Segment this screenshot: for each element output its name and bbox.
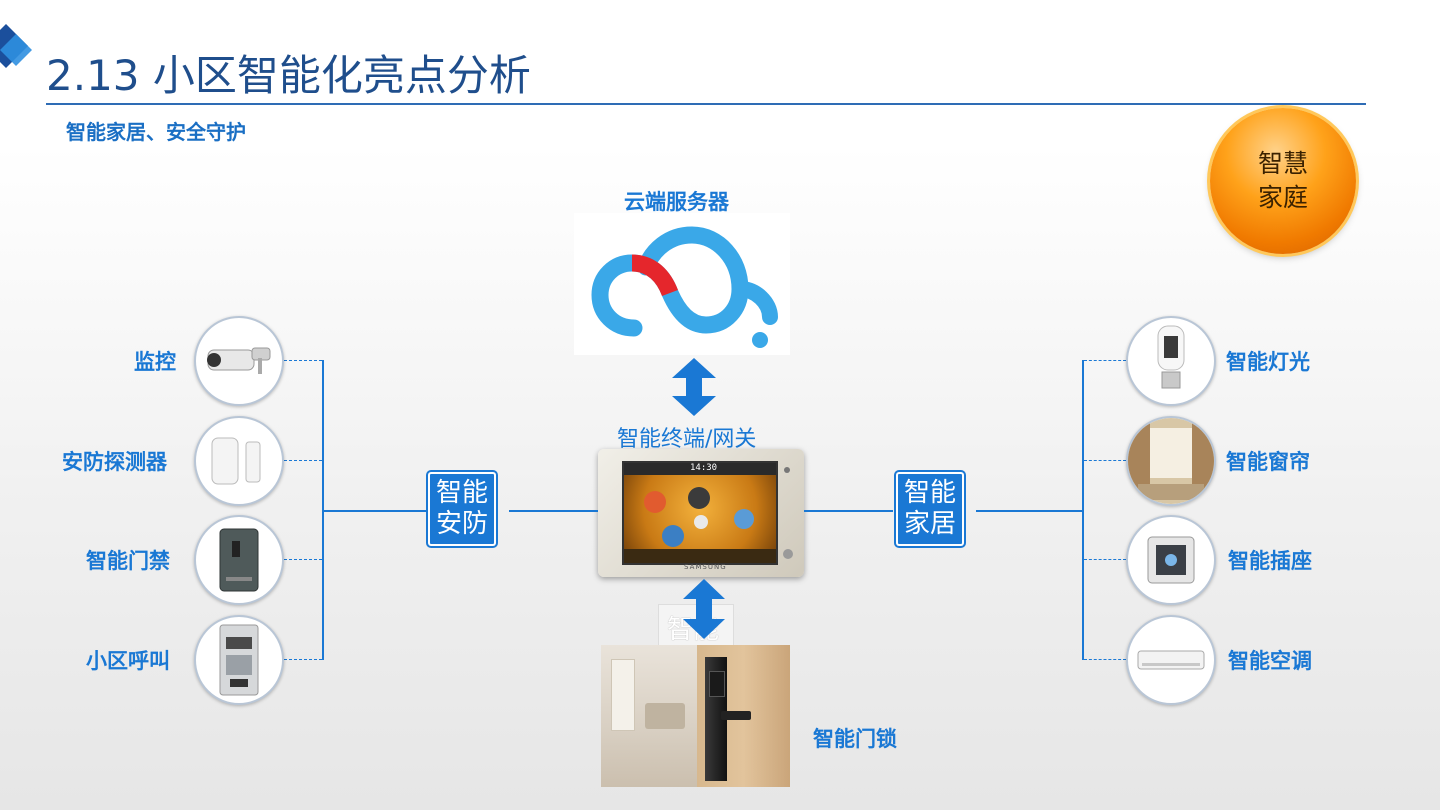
search-app-icon [734,509,754,529]
phone-app-icon [662,525,684,547]
home-hub-line-1: 智能 [904,478,957,508]
security-dash-4 [284,659,322,660]
home-dash-2 [1084,460,1126,461]
home-item-label: 智能灯光 [1226,350,1310,374]
cloud-server-logo [574,213,790,355]
home-item-label: 智能空调 [1228,649,1312,673]
double-arrow-icon [672,358,716,416]
double-arrow-lock-icon [683,579,725,639]
smart-family-badge: 智慧 家庭 [1210,108,1356,254]
gateway-button-icon [783,549,793,559]
security-dash-3 [284,559,322,560]
access-reader-icon [194,515,284,605]
smart-lock-label: 智能门锁 [813,727,897,751]
home-dash-1 [1084,360,1126,361]
section-subtitle: 智能家居、安全守护 [66,120,246,144]
home-item-label: 智能插座 [1228,549,1312,573]
gateway-brand: SAMSUNG [684,563,727,571]
home-hub: 智能 家居 [896,472,965,546]
smart-lock-photo [601,645,790,787]
gateway-device: 14:30 SAMSUNG [598,449,804,577]
home-app-icon [644,491,666,513]
security-hub: 智能 安防 [428,472,497,546]
badge-line-2: 家庭 [1257,183,1308,212]
home-dash-4 [1084,659,1126,660]
security-item-label: 小区呼叫 [86,649,170,673]
home-dash-3 [1084,559,1126,560]
gateway-label: 智能终端/网关 [617,427,757,452]
connector-gateway-home [804,510,893,512]
connector-gateway-security [509,510,598,512]
socket-icon [1126,515,1216,605]
security-bus-line [322,360,324,660]
bulb-icon [1126,316,1216,406]
camera-icon [194,316,284,406]
cloud-logo-icon [591,226,778,348]
home-bus-line [1082,360,1084,660]
security-dash-1 [284,360,322,361]
corner-diamond-icon [0,24,32,68]
gateway-screen: 14:30 [622,461,778,565]
security-item-label: 监控 [134,350,176,374]
sensor-icon [194,416,284,506]
connector-security-trunk [322,510,428,512]
gateway-clock: 14:30 [690,463,718,473]
aircon-icon [1126,615,1216,705]
home-hub-line-2: 家居 [904,509,957,539]
badge-line-1: 智慧 [1257,149,1308,178]
lock-app-icon [688,487,710,509]
page-title: 2.13 小区智能化亮点分析 [46,51,531,100]
security-item-label: 安防探测器 [62,450,167,474]
intercom-icon [194,615,284,705]
security-item-label: 智能门禁 [86,549,170,573]
security-hub-line-1: 智能 [436,478,489,508]
curtain-icon [1126,416,1216,506]
connector-home-trunk [976,510,1084,512]
security-hub-line-2: 安防 [436,509,489,539]
cloud-server-label: 云端服务器 [624,190,729,214]
home-item-label: 智能窗帘 [1226,450,1310,474]
title-divider [46,103,1366,105]
user-app-icon [694,515,708,529]
security-dash-2 [284,460,322,461]
